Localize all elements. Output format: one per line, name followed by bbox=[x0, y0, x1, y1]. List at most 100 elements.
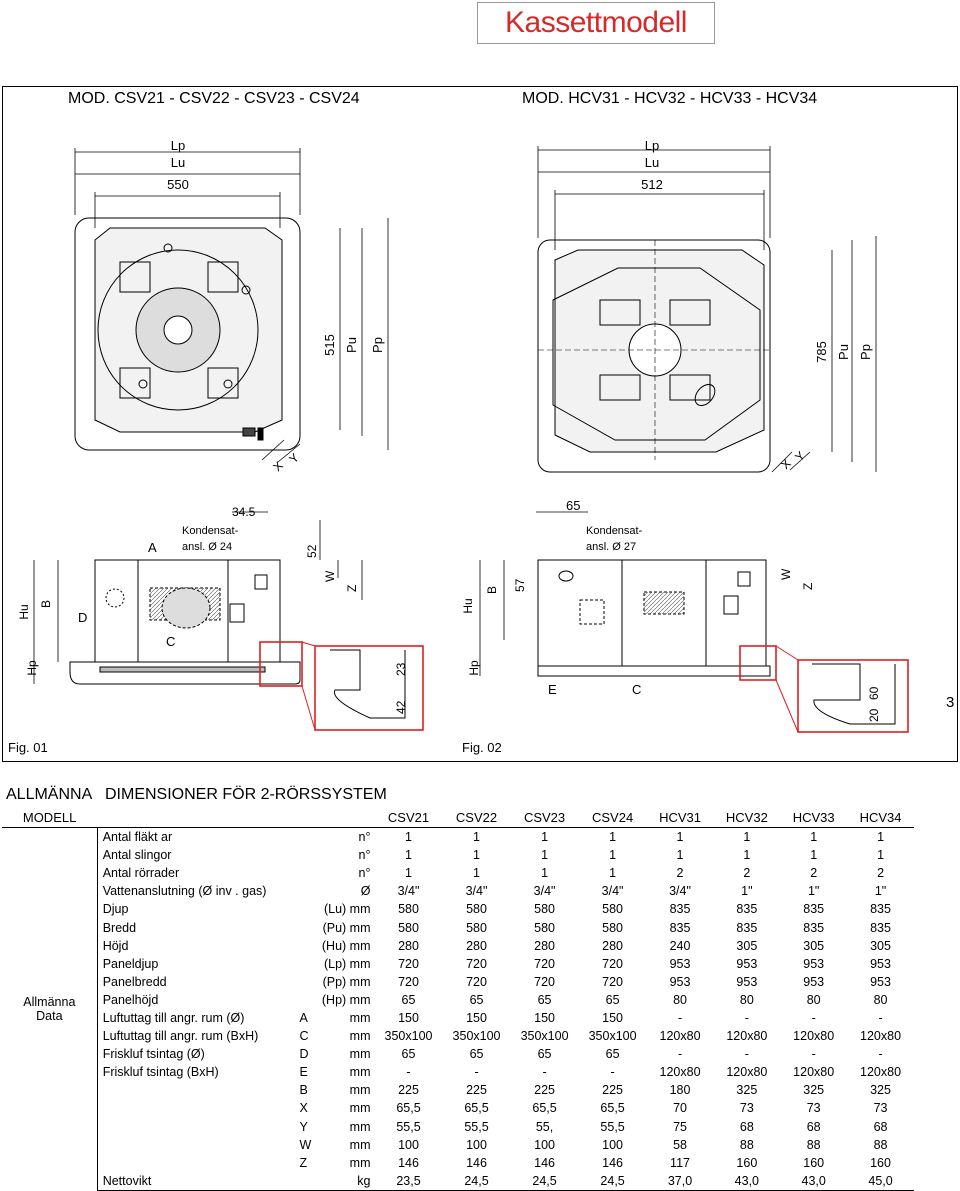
dim-42: 42 bbox=[394, 700, 408, 714]
cell-hcv32: 835 bbox=[736, 902, 758, 917]
dim-y-right: Y bbox=[792, 449, 808, 465]
param-unit: n° bbox=[358, 830, 371, 845]
cell-hcv31: 120x80 bbox=[659, 1065, 701, 1080]
param-name bbox=[97, 1136, 297, 1154]
dim-lu-left: Lu bbox=[171, 155, 185, 170]
cell-hcv31: 953 bbox=[669, 956, 691, 971]
cell-csv23: 146 bbox=[534, 1155, 555, 1170]
cell-csv22: 225 bbox=[466, 1083, 487, 1098]
cell-csv23: 1 bbox=[541, 830, 549, 845]
cell-csv24: 720 bbox=[602, 956, 624, 971]
cell-hcv33: 2 bbox=[810, 866, 818, 881]
cell-csv21: 580 bbox=[398, 902, 419, 917]
cell-csv21: 146 bbox=[398, 1155, 419, 1170]
cell-hcv31: 37,0 bbox=[646, 1171, 714, 1191]
dim-b-left: B bbox=[39, 600, 53, 608]
model-header-hcv32: HCV32 bbox=[713, 807, 781, 828]
cell-hcv33: - bbox=[811, 1010, 816, 1025]
cell-csv21: 580 bbox=[398, 920, 419, 935]
dim-pu-right: Pu bbox=[836, 344, 851, 360]
cell-csv23: 3/4" bbox=[533, 884, 556, 899]
dim-x-right: X bbox=[778, 457, 794, 473]
left-top-view bbox=[74, 217, 301, 451]
dim-z-right: Z bbox=[801, 583, 815, 590]
cell-hcv31: 180 bbox=[669, 1083, 691, 1098]
cell-hcv31: 120x80 bbox=[659, 1029, 701, 1044]
dim-lp-right: Lp bbox=[645, 138, 659, 153]
cell-hcv34: 1 bbox=[877, 830, 885, 845]
cell-hcv33: 120x80 bbox=[793, 1029, 835, 1044]
param-symbol bbox=[297, 1171, 320, 1191]
group-label-line-2: Data bbox=[36, 1009, 63, 1024]
cell-hcv33: 80 bbox=[806, 992, 821, 1007]
dim-hp-right: Hp bbox=[467, 660, 481, 676]
param-name: Luftuttag till angr. rum (BxH) bbox=[102, 1029, 259, 1044]
cell-hcv32: 1 bbox=[743, 830, 751, 845]
cell-csv24: 225 bbox=[602, 1083, 624, 1098]
cell-csv23: 150 bbox=[534, 1010, 555, 1025]
param-symbol bbox=[298, 864, 320, 882]
cell-csv22: 350x100 bbox=[452, 1029, 501, 1044]
cell-hcv31: 2 bbox=[676, 866, 684, 881]
param-name: Antal fläkt ar bbox=[102, 830, 173, 845]
param-name: Antal slingor bbox=[102, 848, 172, 863]
cell-csv23: 100 bbox=[534, 1137, 555, 1152]
cell-hcv32: 305 bbox=[736, 938, 758, 953]
cell-hcv33: 88 bbox=[806, 1137, 821, 1152]
cell-csv21: 150 bbox=[398, 1010, 419, 1025]
cell-hcv34: 88 bbox=[873, 1137, 888, 1152]
dim-pp-right: Pp bbox=[858, 344, 873, 360]
cell-hcv33: 835 bbox=[803, 902, 825, 917]
cell-hcv33: 43,0 bbox=[780, 1171, 848, 1191]
cell-csv21: 1 bbox=[405, 848, 412, 863]
param-unit: (Pu) mm bbox=[322, 920, 371, 935]
cell-hcv33: 835 bbox=[803, 920, 825, 935]
cell-csv21: 720 bbox=[398, 974, 419, 989]
param-unit: Ø bbox=[360, 884, 371, 899]
param-name: Höjd bbox=[102, 938, 129, 953]
cell-csv22: 150 bbox=[466, 1010, 487, 1025]
cell-hcv32: 120x80 bbox=[726, 1029, 768, 1044]
cell-csv23: 225 bbox=[534, 1083, 555, 1098]
header-spacer bbox=[319, 807, 375, 828]
page-number: 3 bbox=[946, 694, 955, 711]
model-header-csv24: CSV24 bbox=[578, 807, 647, 828]
cell-hcv33: 325 bbox=[803, 1083, 825, 1098]
right-side-view bbox=[537, 559, 909, 733]
cell-csv24: 55,5 bbox=[600, 1119, 625, 1134]
cell-csv24: - bbox=[610, 1065, 615, 1080]
condensate-conn-left: ansl. Ø 24 bbox=[182, 541, 232, 553]
param-unit: mm bbox=[349, 1047, 371, 1062]
cell-hcv34: 68 bbox=[873, 1119, 888, 1134]
left-model-title: MOD. CSV21 - CSV22 - CSV23 - CSV24 bbox=[68, 90, 360, 107]
cell-hcv32: 1" bbox=[741, 884, 753, 899]
dim-x-left: X bbox=[270, 459, 286, 475]
cell-csv21: 65 bbox=[401, 1047, 416, 1062]
param-symbol: W bbox=[299, 1137, 312, 1152]
dim-pu-left: Pu bbox=[344, 337, 359, 353]
param-symbol bbox=[298, 918, 320, 936]
cell-hcv32: 88 bbox=[739, 1137, 754, 1152]
cell-csv22: 720 bbox=[466, 956, 487, 971]
param-symbol: B bbox=[299, 1083, 308, 1098]
param-name bbox=[97, 1154, 297, 1172]
cell-hcv32: 2 bbox=[743, 866, 751, 881]
param-unit: mm bbox=[349, 1155, 371, 1170]
param-unit: mm bbox=[349, 1029, 371, 1044]
cell-csv21: 1 bbox=[405, 866, 412, 881]
param-symbol bbox=[298, 882, 320, 900]
cell-hcv32: 953 bbox=[736, 956, 758, 971]
cell-csv22: 146 bbox=[466, 1155, 487, 1170]
cell-hcv32: 835 bbox=[736, 920, 758, 935]
cell-hcv31: 70 bbox=[673, 1101, 687, 1116]
param-unit: n° bbox=[358, 866, 371, 881]
